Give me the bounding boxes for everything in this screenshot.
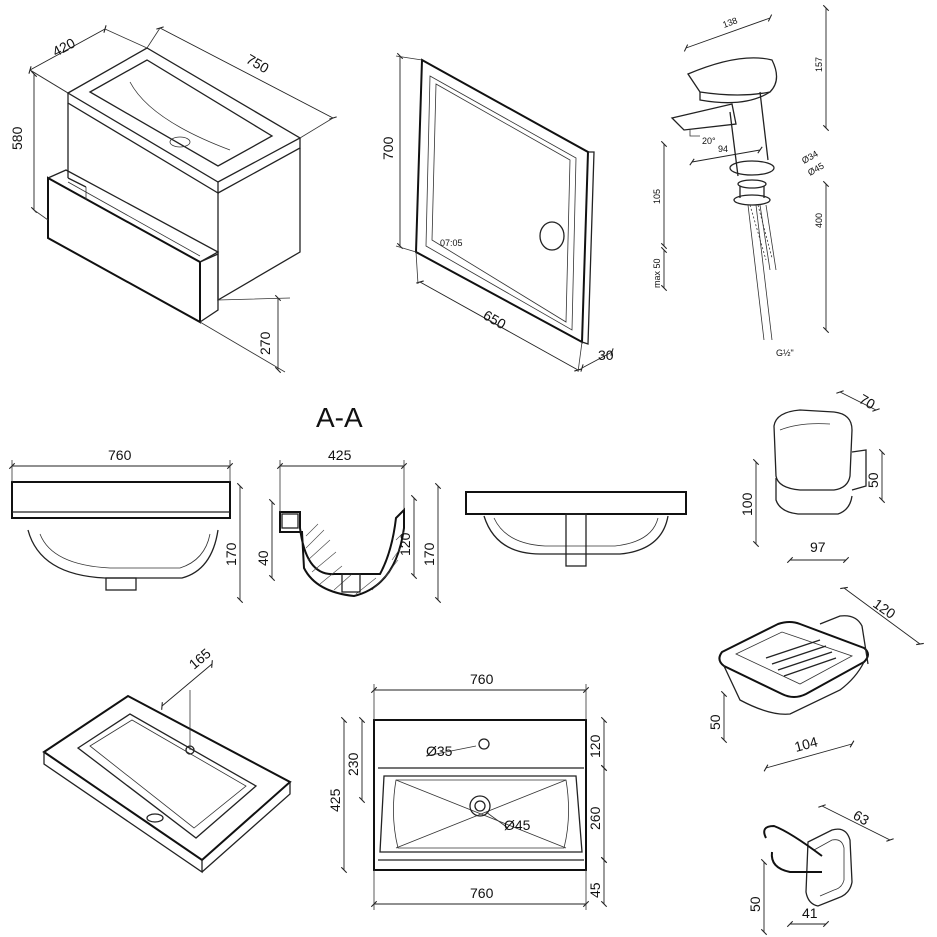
plan-drain-label: Ø45 xyxy=(504,817,531,833)
basin-front-view: 760 170 xyxy=(8,447,244,604)
vanity-cabinet-view: 420 750 580 270 xyxy=(9,25,337,374)
mirror-width-label: 650 xyxy=(481,307,509,333)
faucet-base-height-label: 105 xyxy=(652,189,662,204)
faucet-top-length-label: 138 xyxy=(721,15,739,30)
faucet-thread-label: G½" xyxy=(776,348,794,358)
basin-front-width-label: 760 xyxy=(108,447,132,463)
faucet-hose-label: 400 xyxy=(814,213,824,228)
section-40-label: 40 xyxy=(255,550,271,566)
faucet-reach-label: 94 xyxy=(718,144,728,154)
drawer-height-label: 270 xyxy=(257,331,273,355)
basin-plan-view: Ø35 Ø45 760 760 425 230 120 260 45 xyxy=(327,671,608,910)
plan-depth-label: 425 xyxy=(327,788,343,812)
vanity-width-label: 750 xyxy=(244,51,272,77)
vanity-height-label: 580 xyxy=(9,126,25,150)
plan-top-width-label: 760 xyxy=(470,671,494,687)
plan-120-label: 120 xyxy=(587,734,603,758)
cup-height-label: 100 xyxy=(739,492,755,516)
cup-depth-label: 70 xyxy=(857,391,879,413)
basin-front-height-label: 170 xyxy=(223,542,239,566)
mirror-view: 07:05 700 650 30 xyxy=(380,52,614,373)
soap-dish-view: 120 50 104 xyxy=(707,586,924,772)
plan-bottom-width-label: 760 xyxy=(470,885,494,901)
plan-45-label: 45 xyxy=(587,882,603,898)
mirror-clock-label: 07:05 xyxy=(440,238,463,248)
section-title: A-A xyxy=(316,402,363,433)
plan-small-hole-label: Ø35 xyxy=(426,743,453,759)
plan-230-label: 230 xyxy=(345,752,361,776)
faucet-angle-label: 20° xyxy=(702,136,716,146)
soap-width-label: 104 xyxy=(793,733,820,755)
faucet-view: G½" 138 157 20° 94 Ø34 Ø45 105 400 max 5… xyxy=(652,4,830,358)
soap-height-label: 50 xyxy=(707,714,723,730)
faucet-max-label: max 50 xyxy=(652,258,662,288)
basin-iso-view: 165 xyxy=(42,645,292,874)
hook-view: 63 50 41 xyxy=(747,804,894,936)
cup-width-label: 97 xyxy=(810,539,826,555)
basin-section-view: 425 40 120 170 xyxy=(255,447,442,604)
soap-depth-label: 120 xyxy=(870,595,898,622)
section-120-label: 120 xyxy=(397,532,413,556)
section-170-label: 170 xyxy=(421,542,437,566)
hook-width-label: 41 xyxy=(802,905,818,921)
iso-basin-dim-label: 165 xyxy=(186,645,214,672)
vanity-depth-label: 420 xyxy=(50,34,78,59)
basin-side-view xyxy=(465,491,687,567)
mirror-depth-label: 30 xyxy=(598,347,614,363)
hook-height-label: 50 xyxy=(747,896,763,912)
section-width-label: 425 xyxy=(328,447,352,463)
faucet-top-height-label: 157 xyxy=(814,57,824,72)
plan-260-label: 260 xyxy=(587,806,603,830)
hook-depth-label: 63 xyxy=(851,807,873,829)
cup-holder-view: 70 100 50 97 xyxy=(739,390,886,564)
cup-mount-height-label: 50 xyxy=(865,472,881,488)
mirror-height-label: 700 xyxy=(380,136,396,160)
